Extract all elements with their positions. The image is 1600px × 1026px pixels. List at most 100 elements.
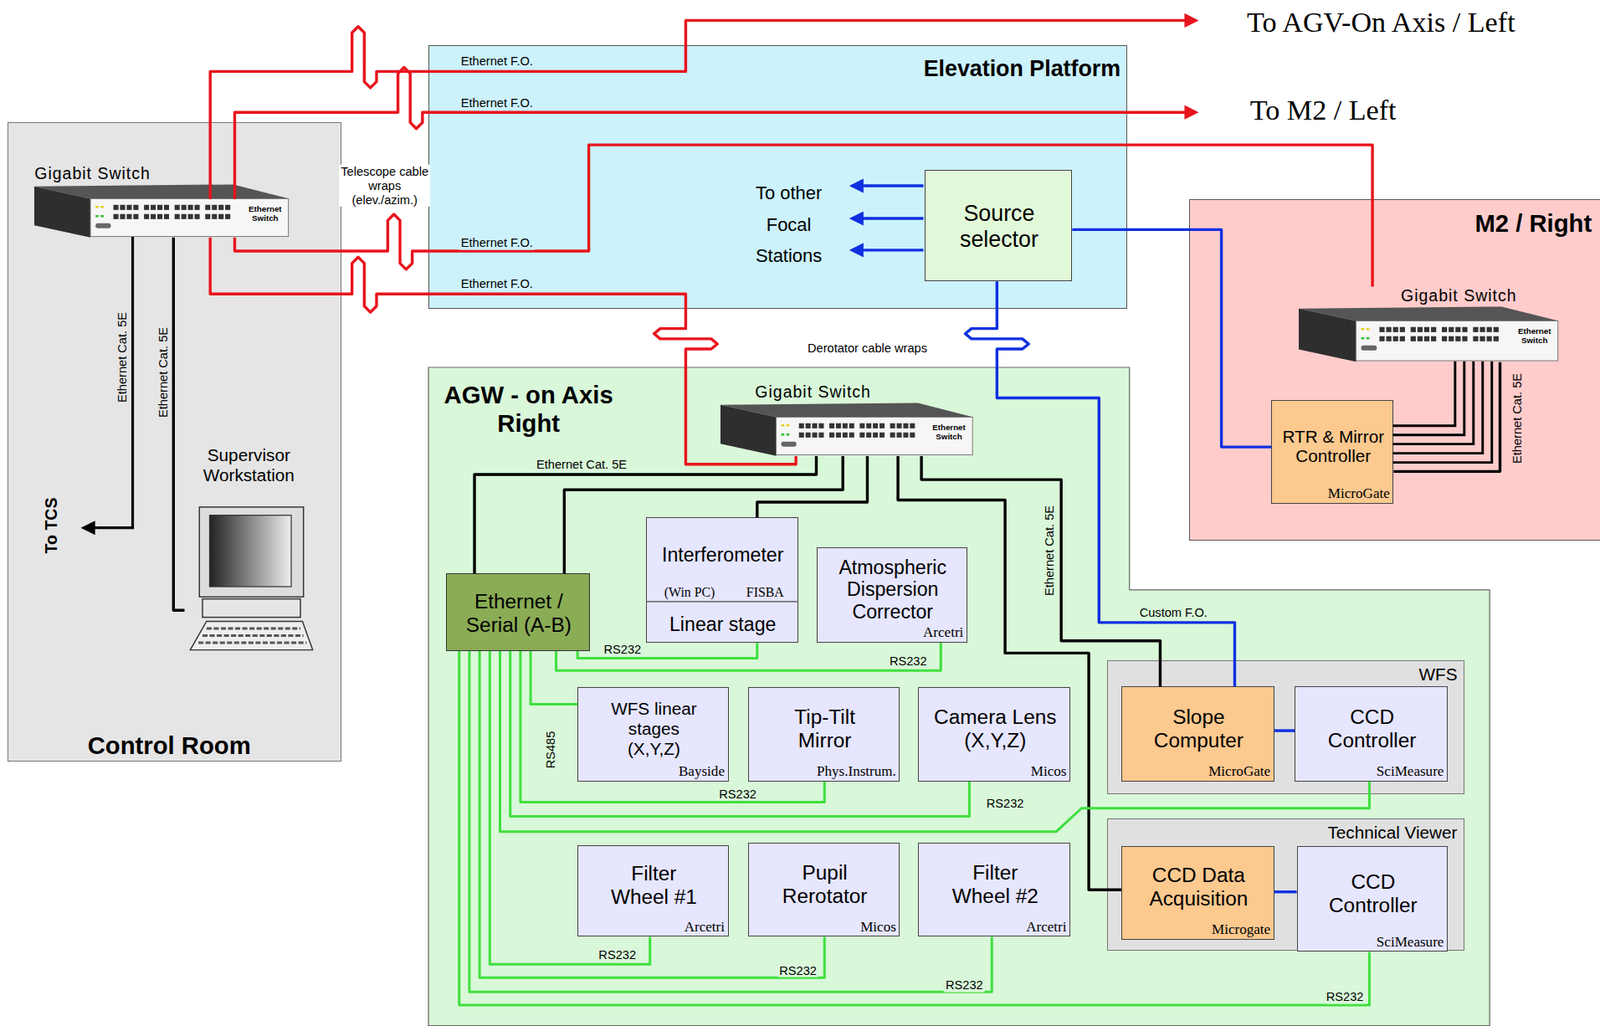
text-slot: CCD Controller	[1312, 870, 1435, 918]
region-shape	[428, 367, 1490, 1026]
switch-port	[164, 205, 170, 211]
switch-port	[902, 432, 908, 438]
switch-port	[889, 432, 895, 438]
network-switch: Gigabit SwitchEthernet Switch	[34, 164, 290, 238]
switch-port	[879, 432, 885, 438]
connector-label-slot: RS232	[984, 795, 1026, 811]
node-subtext: Bayside	[678, 763, 725, 780]
ethernet-cable	[474, 456, 816, 574]
ethernet-cable	[564, 456, 843, 574]
switch-led	[95, 215, 106, 217]
serial-cable	[520, 651, 825, 802]
text-slot: WFS linear stages (X,Y,Z)	[602, 698, 705, 759]
switch-port	[799, 432, 805, 438]
switch-port	[879, 423, 885, 429]
switch-port	[1400, 336, 1406, 342]
custom-fiber	[1274, 728, 1295, 732]
switch-port	[133, 214, 139, 220]
switch-side	[34, 186, 91, 238]
text-slot: Interferometer	[661, 543, 784, 567]
connector-label-slot: Ethernet F.O.	[459, 276, 535, 292]
switch-console	[95, 223, 111, 229]
annotation-label: To TCS	[41, 496, 61, 556]
ethernet-cable	[1393, 362, 1500, 472]
switch-port	[1386, 336, 1392, 342]
switch-port	[225, 205, 231, 211]
switch-port	[1479, 336, 1485, 342]
switch-port	[859, 423, 865, 429]
node-title: Control Room	[87, 733, 252, 762]
connector-label: RS232	[1324, 989, 1366, 1005]
connector-label: Ethernet Cat. 5E	[1510, 371, 1525, 466]
switch-port	[1379, 336, 1385, 342]
switch-led	[95, 205, 106, 208]
text-slot: Control Room	[87, 733, 252, 762]
text-slot: Bayside	[678, 763, 725, 780]
node-subtext: Arcetri	[1025, 918, 1067, 936]
switch-port	[181, 205, 187, 211]
switch-port	[872, 432, 878, 438]
switch-port	[1441, 327, 1447, 333]
switch-port	[896, 423, 902, 429]
node-title: Source selector	[933, 200, 1067, 253]
switch-port	[188, 214, 194, 220]
switch-port	[805, 423, 811, 429]
tcs-line	[83, 236, 134, 529]
node-title: Filter Wheel #2	[943, 861, 1047, 908]
connector-label-slot: RS232	[596, 948, 638, 963]
text-slot: Gigabit Switch	[34, 164, 151, 183]
annotation-label: Ethernet Cat. 5E	[115, 310, 130, 405]
text-slot: Linear stage	[669, 613, 776, 636]
switch-port	[164, 214, 170, 220]
focal-station-arrow	[851, 216, 924, 220]
node-subtext: Micos	[860, 918, 897, 936]
text-slot: Ethernet Switch	[241, 203, 289, 222]
focal-station-arrow	[851, 184, 924, 187]
workstation: Supervisor Workstation	[184, 437, 318, 655]
connector-label: RS232	[601, 641, 643, 657]
connector-label: Custom F.O.	[1138, 605, 1210, 620]
connector-label-slot: RS232	[777, 963, 819, 978]
custom-fiber	[1071, 229, 1272, 447]
node-title: Slope Computer	[1137, 705, 1260, 753]
node-title: RTR & Mirror Controller	[1282, 426, 1385, 467]
switch-port	[211, 205, 217, 211]
serial-cable	[469, 651, 992, 992]
connector-label: Ethernet F.O.	[459, 235, 535, 251]
node-subtext: Arcetri	[684, 918, 725, 936]
text-slot: AGW - on Axis Right	[426, 382, 631, 439]
node-title: Supervisor Workstation	[184, 445, 313, 486]
switch-port	[1448, 327, 1454, 333]
connector-label-slot: RS232	[601, 641, 643, 657]
switch-port	[842, 432, 848, 438]
computer-case	[202, 599, 301, 618]
annotation-label: To other Focal Stations	[748, 177, 831, 272]
switch-led	[1361, 337, 1372, 339]
connector-label: RS485	[543, 729, 559, 771]
switch-port	[849, 432, 855, 438]
network-switch: Gigabit SwitchEthernet Switch	[1298, 286, 1559, 362]
text-slot: Supervisor Workstation	[184, 445, 313, 486]
text-slot: Micos	[860, 918, 897, 936]
cat5-line	[1392, 361, 1464, 436]
switch-port	[194, 205, 200, 211]
connector-label: Ethernet F.O.	[459, 276, 535, 292]
switch-port	[150, 205, 156, 211]
node-subtext: SciMeasure	[1376, 763, 1445, 780]
device-box: Atmospheric Dispersion CorrectorArcetri	[816, 547, 968, 644]
text-slot: Ethernet Switch	[1511, 326, 1559, 345]
group-box: Technical ViewerCCD Data AcquisitionMicr…	[1107, 818, 1465, 952]
device-box: CCD ControllerSciMeasure	[1294, 686, 1448, 781]
text-slot: MicroGate	[1208, 763, 1271, 780]
cat5-line	[1392, 361, 1483, 454]
switch-port	[835, 423, 842, 429]
switch-port	[174, 205, 180, 211]
text-slot: Source selector	[933, 200, 1067, 253]
switch-port	[218, 214, 224, 220]
switch-port	[1393, 327, 1399, 333]
connector-label-slot: RS232	[887, 654, 929, 669]
controller-box: RTR & Mirror ControllerMicroGate	[1271, 400, 1394, 504]
connector-label: RS232	[777, 963, 819, 978]
switch-console	[1361, 345, 1378, 351]
